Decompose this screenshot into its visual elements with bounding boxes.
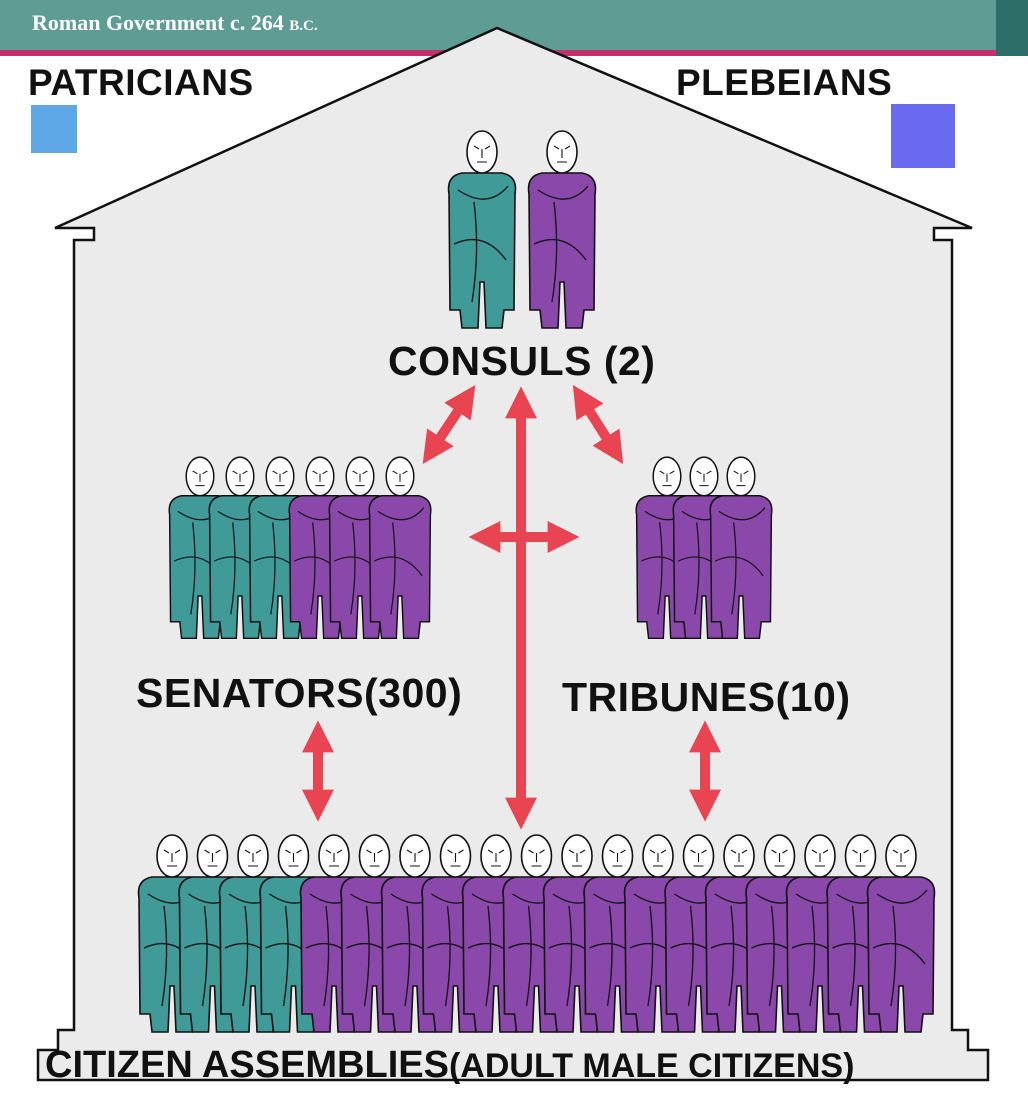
title-bar-right-edge — [996, 0, 1028, 56]
patricians-swatch — [31, 105, 77, 153]
title-suffix: B.C. — [289, 18, 317, 34]
consuls-label: CONSULS (2) — [388, 338, 655, 385]
assemblies-label-main: CITIZEN ASSEMBLIES — [45, 1044, 449, 1086]
assemblies-label-sub: (ADULT MALE CITIZENS) — [449, 1047, 854, 1085]
diagram-title: Roman Government c. 264 B.C. — [32, 10, 318, 36]
title-main: Roman Government c. 264 — [32, 10, 284, 35]
tribunes-label: TRIBUNES(10) — [562, 674, 850, 721]
senators-label: SENATORS(300) — [136, 670, 462, 717]
legend-label-patricians: PATRICIANS — [28, 62, 254, 104]
plebeians-swatch — [891, 104, 955, 168]
assemblies-label: CITIZEN ASSEMBLIES(ADULT MALE CITIZENS) — [45, 1044, 854, 1087]
legend-label-plebeians: PLEBEIANS — [676, 62, 892, 104]
